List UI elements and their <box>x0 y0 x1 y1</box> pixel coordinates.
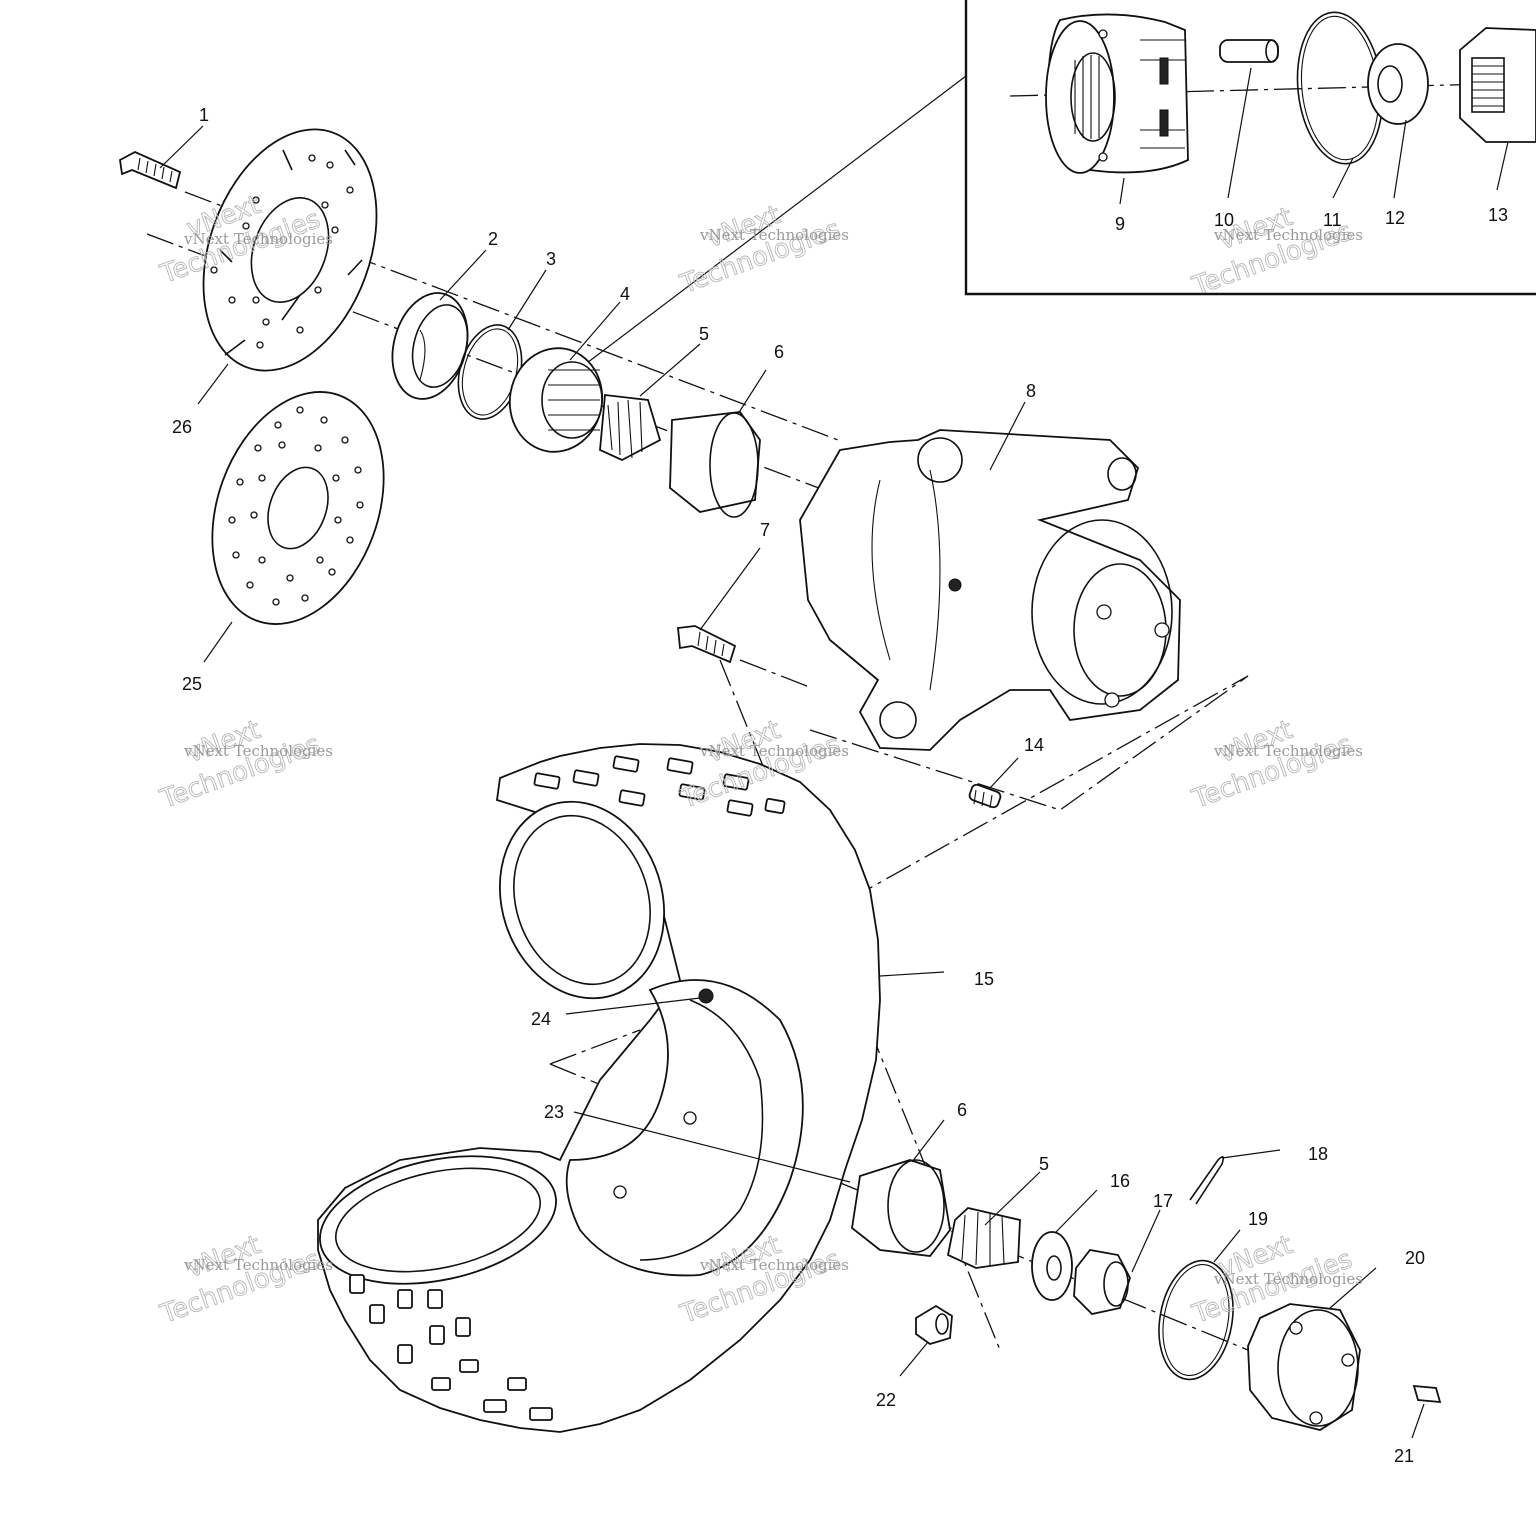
atv-tire <box>317 743 881 1433</box>
steering-knuckle <box>799 429 1181 751</box>
label-22: 22 <box>876 1390 896 1410</box>
locking-collar <box>1045 13 1189 174</box>
label-25: 25 <box>182 674 202 694</box>
label-26: 26 <box>172 417 192 437</box>
label-14: 14 <box>1024 735 1044 755</box>
watermark-text: vNext Technologies <box>183 1256 333 1274</box>
label-11: 11 <box>1323 210 1342 230</box>
label-8: 8 <box>1026 381 1036 401</box>
label-2: 2 <box>488 229 498 249</box>
label-4: 4 <box>620 284 630 304</box>
washer-small <box>1367 43 1429 125</box>
watermark-text: vNext Technologies <box>699 742 849 760</box>
set-screw <box>968 783 1002 809</box>
watermark-text: vNext Technologies <box>1213 1270 1363 1288</box>
caliper-bolt <box>677 625 737 664</box>
hub-cap <box>1247 1303 1361 1431</box>
watermark-text: vNext Technologies <box>183 230 333 248</box>
watermark-text: vNext Technologies <box>1213 742 1363 760</box>
slotted-brake-disc <box>202 128 378 372</box>
castle-nut <box>1073 1249 1131 1315</box>
tapered-bearing-lower <box>946 1207 1021 1269</box>
label-9: 9 <box>1115 214 1125 234</box>
label-17: 17 <box>1153 1191 1173 1211</box>
label-12: 12 <box>1385 208 1405 228</box>
label-3: 3 <box>546 249 556 269</box>
bearing-cup-lower <box>851 1159 951 1257</box>
label-6: 6 <box>774 342 784 362</box>
o-ring-lower <box>1158 1259 1234 1381</box>
label-13: 13 <box>1488 205 1508 225</box>
label-10: 10 <box>1214 210 1234 230</box>
label-5b: 5 <box>1039 1154 1049 1174</box>
axle-nut <box>1459 27 1536 143</box>
label-1: 1 <box>199 105 209 125</box>
label-16: 16 <box>1110 1171 1130 1191</box>
hub-axis-bolt <box>184 191 839 441</box>
watermark-text: vNext Technologies <box>1213 226 1363 244</box>
label-6b: 6 <box>957 1100 967 1120</box>
brake-disc-bolt <box>119 150 182 190</box>
label-24: 24 <box>531 1009 551 1029</box>
label-21: 21 <box>1394 1446 1414 1466</box>
flat-washer <box>1031 1231 1073 1301</box>
hub-cap-screw <box>1412 1384 1442 1404</box>
label-18: 18 <box>1308 1144 1328 1164</box>
label-20: 20 <box>1405 1248 1425 1268</box>
label-7: 7 <box>760 520 770 540</box>
wheel-lug-nut <box>915 1304 953 1345</box>
cotter-pin <box>1189 1156 1225 1205</box>
pin <box>1219 39 1279 63</box>
label-19: 19 <box>1248 1209 1268 1229</box>
part-number-labels: 1 2 3 4 5 6 7 8 9 10 11 12 13 14 15 16 1… <box>172 105 1508 1466</box>
watermark-text: vNext Technologies <box>699 1256 849 1274</box>
hub-seal <box>391 292 469 400</box>
drilled-brake-disc <box>211 391 385 625</box>
label-15: 15 <box>974 969 994 989</box>
bearing-carrier <box>508 347 604 453</box>
inset-detail-box <box>574 0 1536 373</box>
watermark-text: vNext Technologies <box>183 742 333 760</box>
tire-tread-lugs <box>349 755 786 1421</box>
wheel-projection-lines <box>739 659 1249 889</box>
label-23: 23 <box>544 1102 564 1122</box>
bearing-cup-upper <box>669 411 761 518</box>
watermark-text: vNext Technologies <box>699 226 849 244</box>
tapered-bearing-upper <box>599 393 662 462</box>
label-5: 5 <box>699 324 709 344</box>
